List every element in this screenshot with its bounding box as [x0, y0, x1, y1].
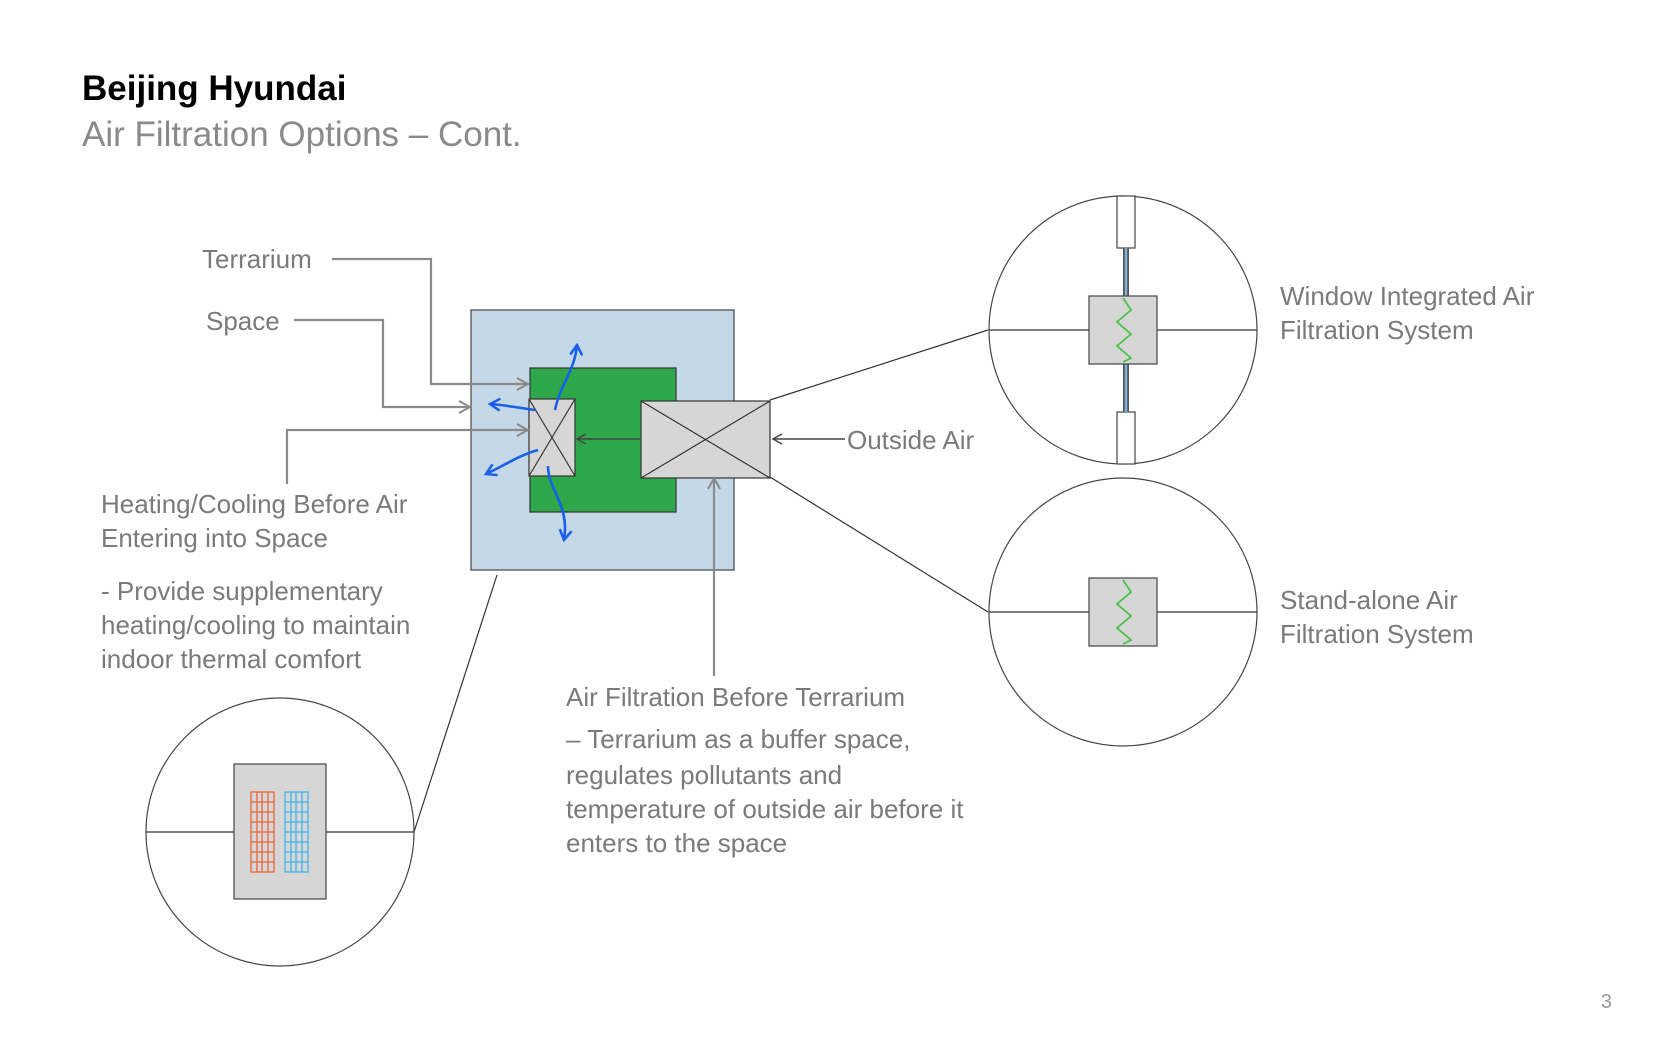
heating-cooling-unit — [528, 398, 576, 477]
filtration-desc-line-4: enters to the space — [566, 828, 788, 858]
cooling-coil-icon — [284, 791, 309, 873]
detail-connector-lines — [413, 329, 989, 833]
window-system-label-line-1: Window Integrated Air — [1280, 281, 1535, 311]
window-system-label-line-2: Filtration System — [1280, 315, 1474, 345]
leader-lines — [285, 257, 714, 676]
heating-coil-icon — [250, 791, 275, 873]
filtration-desc-line-3: temperature of outside air before it — [566, 794, 964, 824]
standalone-detail — [988, 477, 1258, 747]
heating-cooling-detail — [145, 697, 415, 967]
filtration-desc-line-1: – Terrarium as a buffer space, — [566, 724, 911, 754]
heating-desc-line-3: indoor thermal comfort — [101, 644, 362, 674]
airflow-arrows — [486, 345, 577, 540]
space-label: Space — [206, 306, 280, 336]
standalone-system-label-line-2: Filtration System — [1280, 619, 1474, 649]
filtration-desc-line-2: regulates pollutants and — [566, 760, 843, 790]
filtration-title: Air Filtration Before Terrarium — [566, 682, 906, 712]
heating-desc-line-1: - Provide supplementary — [101, 576, 383, 606]
page-subtitle: Air Filtration Options – Cont. — [82, 115, 522, 154]
heating-desc-line-2: heating/cooling to maintain — [101, 610, 411, 640]
window-integrated-detail — [988, 195, 1258, 465]
page-title: Beijing Hyundai — [82, 69, 347, 108]
page-number: 3 — [1600, 991, 1612, 1013]
heating-title-line-2: Entering into Space — [101, 523, 328, 553]
heating-title-line-1: Heating/Cooling Before Air — [101, 489, 408, 519]
standalone-system-label-line-1: Stand-alone Air — [1280, 585, 1458, 615]
outside-air-label: Outside Air — [847, 425, 975, 455]
terrarium-label: Terrarium — [202, 244, 312, 274]
air-filtration-unit — [640, 400, 771, 479]
